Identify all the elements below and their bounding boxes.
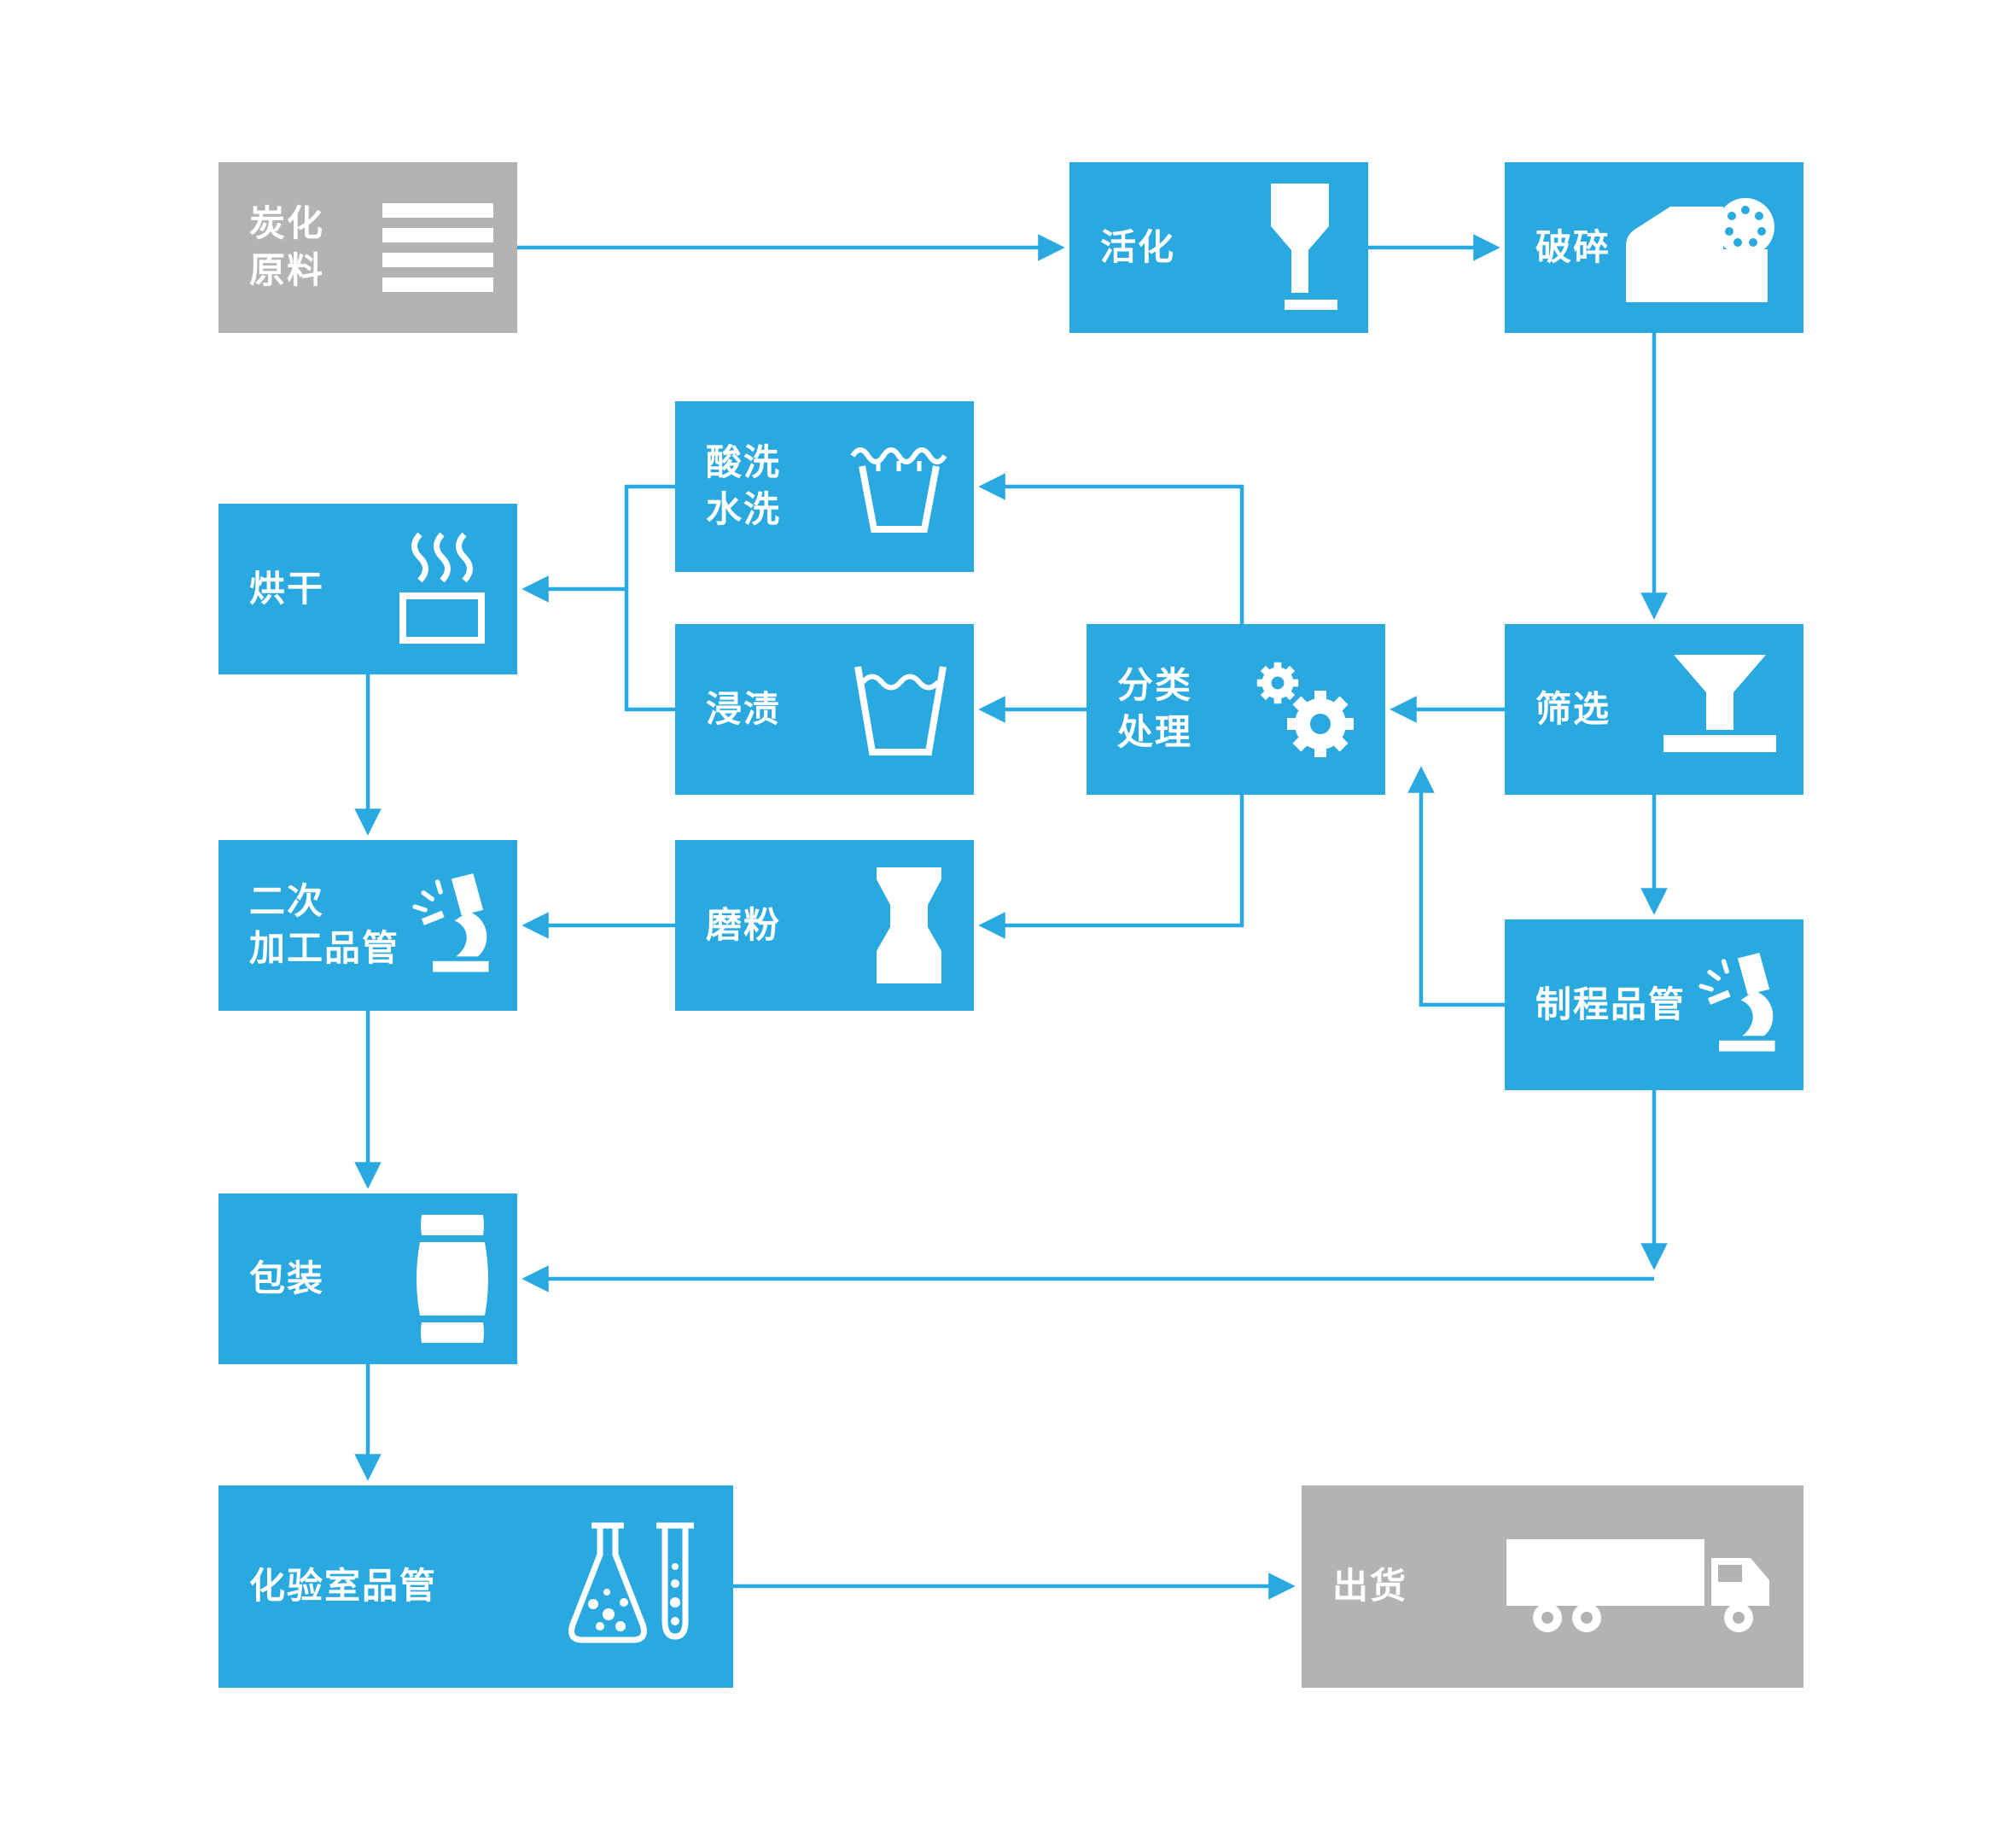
node-carbonized-material-label: 炭化 原料 (249, 203, 325, 290)
edge-classification-to-milling (978, 795, 1244, 939)
node-shipping: 出货 (1302, 1485, 1803, 1688)
node-process-qc-label: 制程品管 (1535, 983, 1687, 1024)
lab-flasks-icon (551, 1519, 709, 1655)
node-classification: 分类 处理 (1087, 624, 1385, 795)
kiln-funnel-icon (1256, 184, 1344, 312)
package-bag-icon (411, 1215, 493, 1343)
edge-process-qc-feedback-to-classification (1407, 766, 1505, 1007)
node-crushing: 破碎 (1505, 162, 1803, 333)
node-drying-label: 烘干 (249, 568, 325, 609)
beaker-wave-icon (849, 435, 950, 538)
node-packaging: 包装 (218, 1193, 517, 1364)
node-crushing-label: 破碎 (1535, 226, 1611, 267)
node-impregnation: 浸渍 (675, 624, 974, 795)
layers-icon (382, 203, 493, 292)
node-milling-label: 磨粉 (706, 904, 782, 945)
node-packaging-label: 包装 (249, 1257, 325, 1298)
node-acid-water-wash: 酸洗 水洗 (675, 401, 974, 572)
crusher-machine-icon (1621, 193, 1780, 302)
node-laboratory-qc-label: 化验室品管 (249, 1566, 438, 1607)
sieve-hopper-icon (1660, 655, 1780, 764)
node-drying: 烘干 (218, 504, 517, 674)
node-laboratory-qc: 化验室品管 (218, 1485, 733, 1688)
node-carbonized-material: 炭化 原料 (218, 162, 517, 333)
edge-classification-to-acid-wash (978, 473, 1244, 624)
node-screening: 筛选 (1505, 624, 1803, 795)
node-impregnation-label: 浸渍 (706, 688, 782, 729)
microscope-icon (408, 872, 493, 979)
node-classification-label: 分类 处理 (1117, 665, 1193, 752)
node-secondary-processing-qc-label: 二次 加工品管 (249, 881, 400, 968)
node-screening-label: 筛选 (1535, 688, 1611, 729)
beaker-icon (851, 658, 950, 761)
truck-icon (1506, 1527, 1780, 1647)
gears-icon (1247, 657, 1361, 761)
grinder-icon (868, 867, 950, 983)
node-activation: 活化 (1069, 162, 1368, 333)
node-secondary-processing-qc: 二次 加工品管 (218, 840, 517, 1011)
node-shipping-label: 出货 (1332, 1566, 1408, 1607)
microscope-icon (1694, 951, 1780, 1059)
node-process-qc: 制程品管 (1505, 919, 1803, 1090)
node-acid-water-wash-label: 酸洗 水洗 (706, 442, 782, 529)
edge-wash-impregnation-junction (624, 484, 675, 712)
node-milling: 磨粉 (675, 840, 974, 1011)
node-activation-label: 活化 (1100, 226, 1176, 267)
steaming-cup-icon (389, 531, 493, 647)
